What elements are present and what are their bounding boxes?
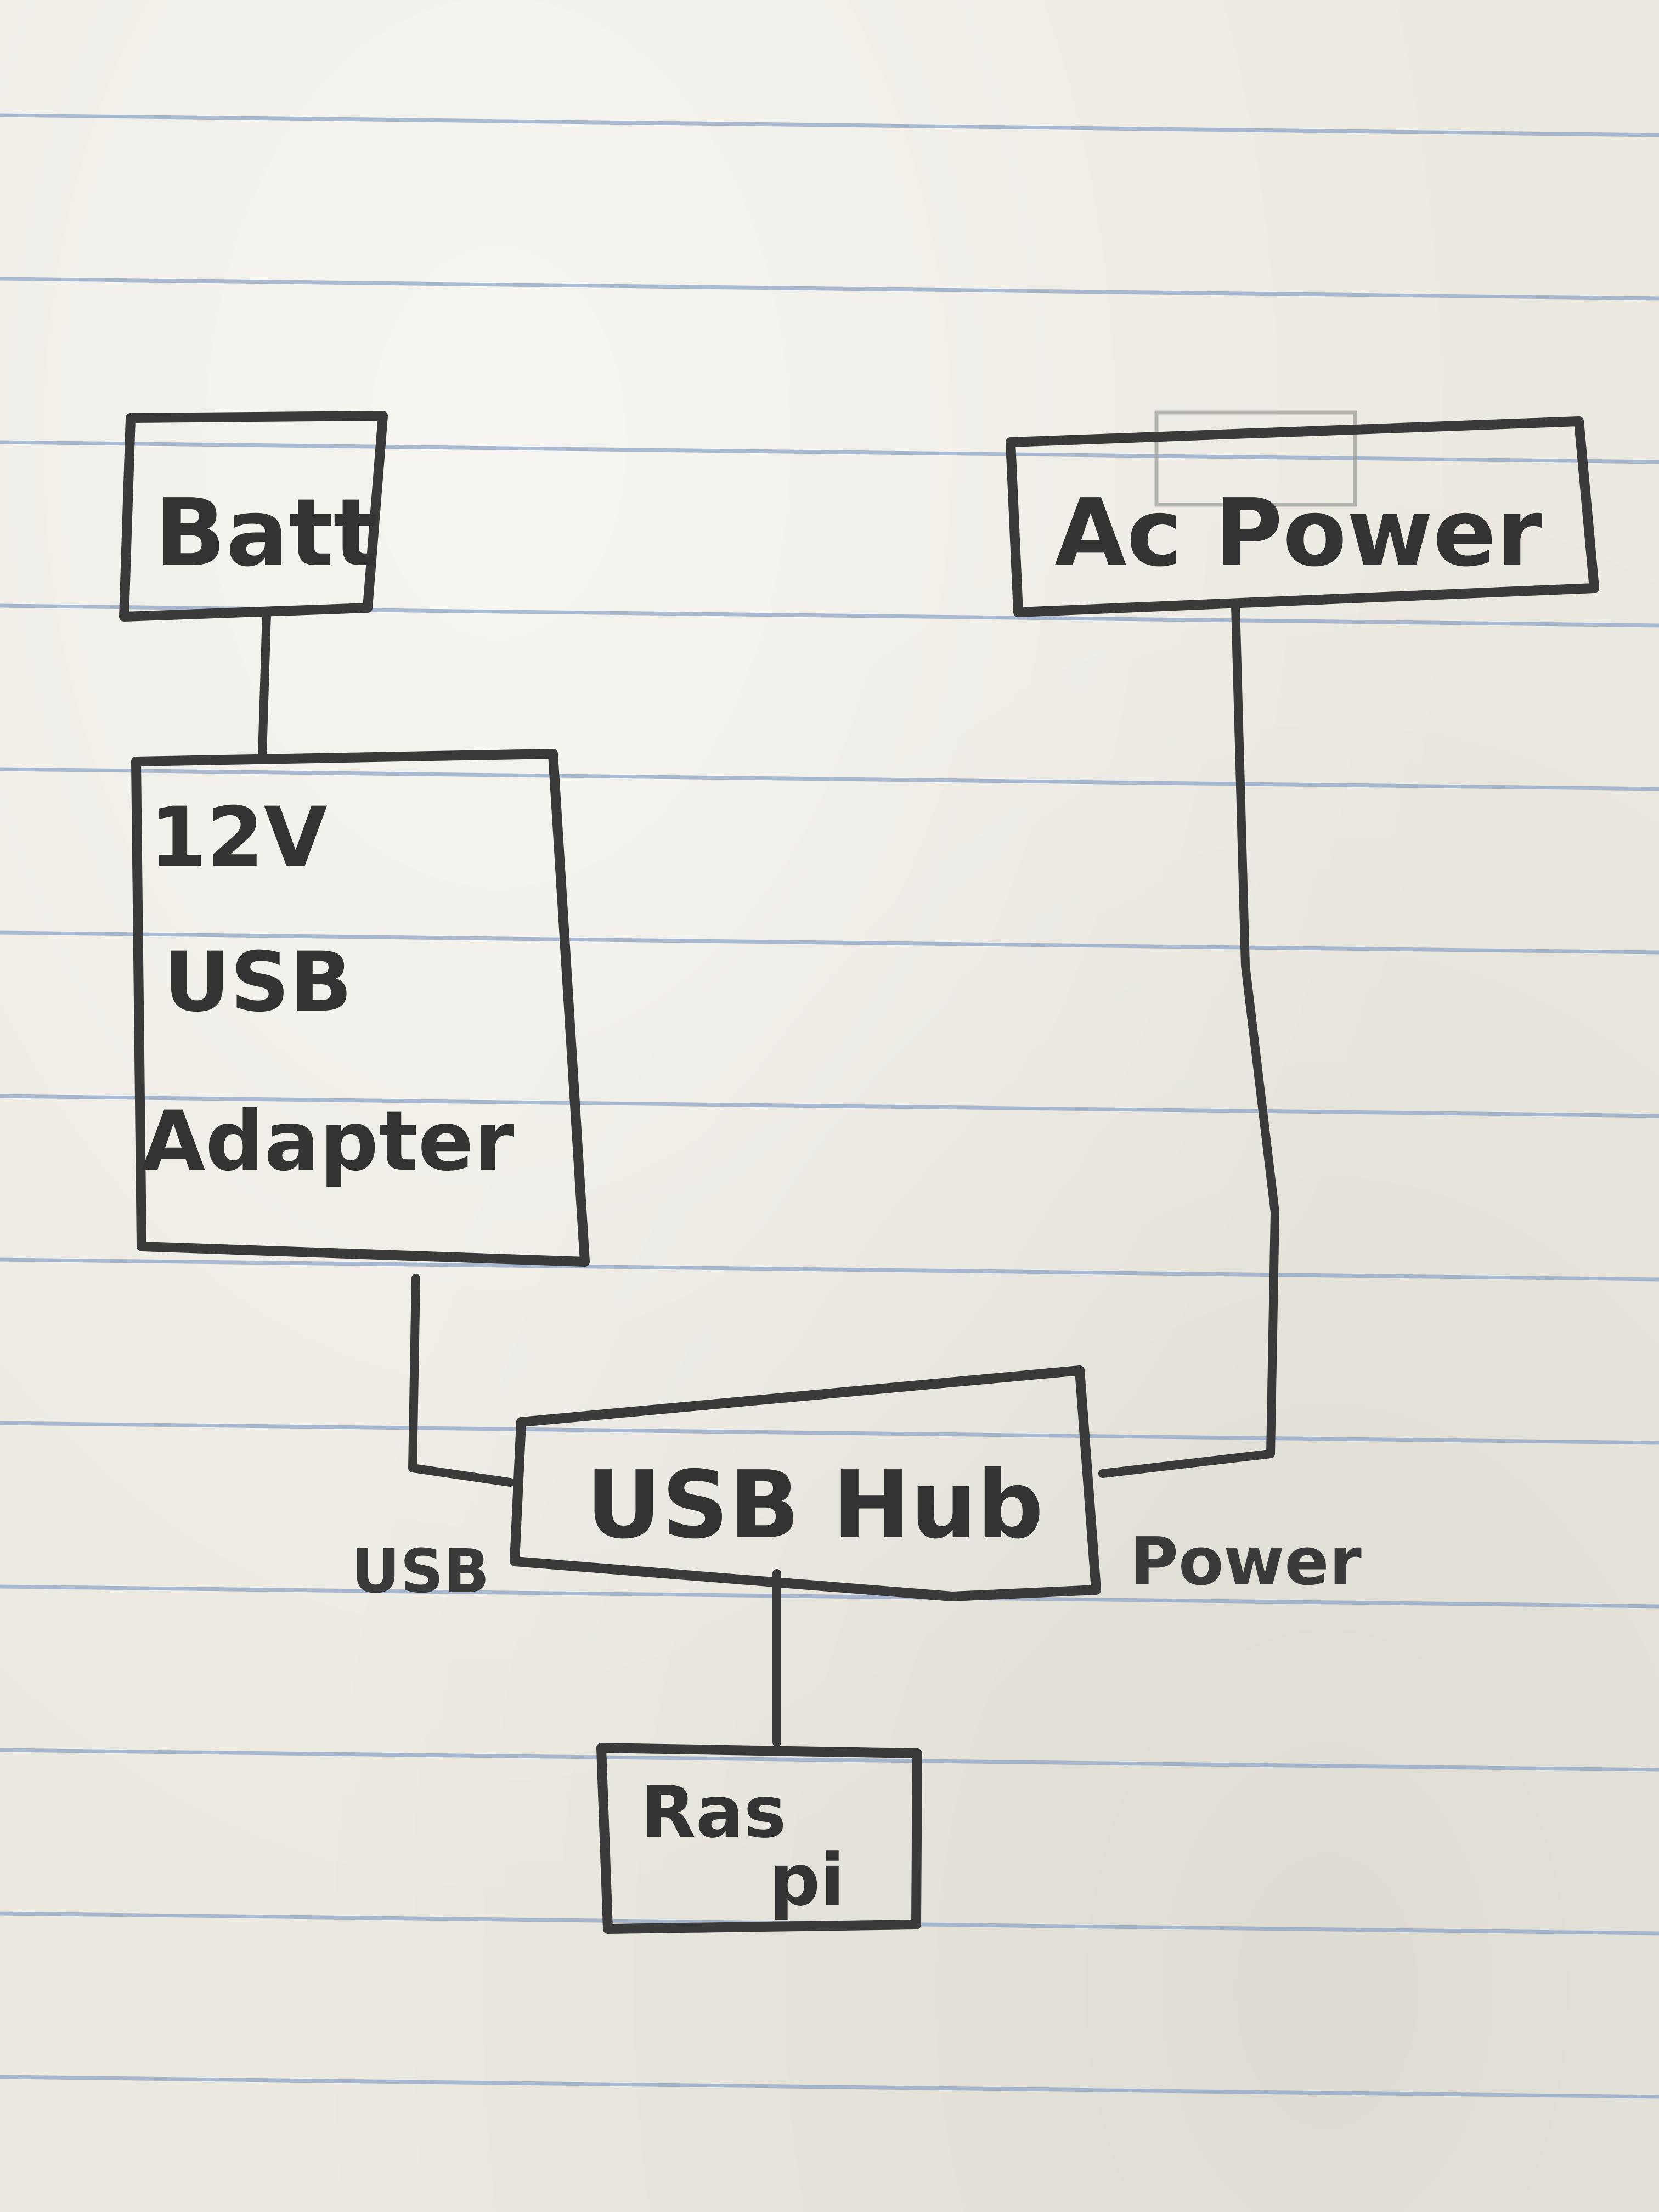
adapter-line-3: Adapter bbox=[142, 1094, 514, 1189]
usb-hub-label: USB Hub bbox=[586, 1451, 1043, 1560]
rule-line bbox=[0, 113, 1659, 137]
usb-adapter-node: 12V USB Adapter bbox=[131, 749, 590, 1267]
raspi-line-2: pi bbox=[769, 1838, 845, 1922]
usb-hub-node: USB Hub bbox=[510, 1365, 1101, 1601]
adapter-line-1: 12V bbox=[149, 790, 328, 885]
adapter-to-hub-edge bbox=[408, 1274, 515, 1487]
batt-label: Batt bbox=[155, 479, 378, 588]
ac-power-node: Ac Power bbox=[1006, 410, 1599, 617]
rule-line bbox=[0, 440, 1659, 464]
ac-power-to-hub-edge bbox=[1098, 601, 1279, 1478]
rule-line bbox=[0, 1257, 1659, 1282]
batt-node: Batt bbox=[119, 411, 388, 622]
batt-to-adapter-edge bbox=[258, 609, 271, 760]
usb-edge-label: USB bbox=[351, 1536, 489, 1606]
rule-line bbox=[0, 1748, 1659, 1772]
ac-power-label: Ac Power bbox=[1054, 479, 1542, 588]
rule-line bbox=[0, 1421, 1659, 1445]
raspi-line-1: Ras bbox=[641, 1770, 786, 1854]
rule-line bbox=[0, 930, 1659, 955]
power-edge-label: Power bbox=[1130, 1524, 1362, 1600]
rule-line bbox=[0, 1584, 1659, 1609]
raspi-node: Ras pi bbox=[596, 1743, 922, 1934]
rule-line bbox=[0, 2075, 1659, 2099]
adapter-line-2: USB bbox=[163, 935, 352, 1030]
rule-line bbox=[0, 767, 1659, 791]
rule-line bbox=[0, 1094, 1659, 1118]
rule-line bbox=[0, 276, 1659, 301]
